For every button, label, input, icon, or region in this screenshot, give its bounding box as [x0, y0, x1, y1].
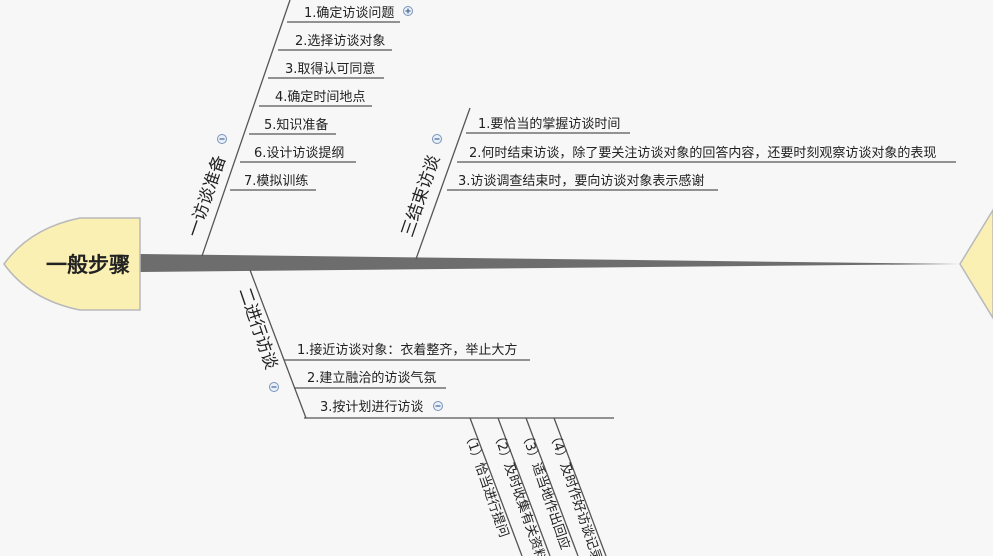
end-item-3[interactable]: 3.访谈调查结束时，要向访谈对象表示感谢: [447, 173, 718, 191]
collapse-toggle-conduct-item-3[interactable]: [433, 401, 443, 411]
prep-item-3[interactable]: 3.取得认可同意: [268, 61, 384, 79]
end-item-label: 3.访谈调查结束时，要向访谈对象表示感谢: [458, 173, 704, 189]
branch-label-end[interactable]: 三结束访谈: [398, 153, 445, 240]
prep-item-7[interactable]: 7.模拟训练: [230, 174, 316, 191]
prep-item-5[interactable]: 5.知识准备: [249, 117, 336, 135]
prep-item-label: 3.取得认可同意: [285, 61, 375, 77]
fish-head[interactable]: [3, 217, 141, 311]
conduct-item-label: 3.按计划进行访谈: [320, 400, 423, 415]
conduct-item-1[interactable]: 1.接近访谈对象：衣着整齐，举止大方: [284, 342, 530, 361]
prep-item-label: 6.设计访谈提纲: [254, 145, 344, 161]
end-item-label: 2.何时结束访谈，除了要关注访谈对象的回答内容，还要时刻观察访谈对象的表现: [469, 145, 936, 161]
collapse-toggle-prep[interactable]: [217, 134, 227, 144]
prep-item-label: 7.模拟训练: [244, 174, 308, 189]
branch-label-conduct[interactable]: 二进行访谈: [234, 285, 281, 372]
collapse-toggle-end[interactable]: [432, 134, 442, 144]
bone-conduct: [249, 269, 307, 419]
end-item-label: 1.要恰当的掌握访谈时间: [478, 116, 620, 132]
conduct-item-3[interactable]: 3.按计划进行访谈: [304, 400, 614, 419]
fish-tail: [959, 208, 993, 320]
prep-item-label: 1.确定访谈问题: [304, 6, 394, 21]
bone-prep: [201, 0, 291, 257]
fishbone-spine: [140, 254, 960, 272]
prep-item-6[interactable]: 6.设计访谈提纲: [240, 145, 356, 163]
prep-item-label: 4.确定时间地点: [275, 90, 365, 105]
prep-item-label: 5.知识准备: [264, 117, 328, 133]
conduct-item-2[interactable]: 2.建立融洽的访谈气氛: [294, 370, 446, 389]
end-item-2[interactable]: 2.何时结束访谈，除了要关注访谈对象的回答内容，还要时刻观察访谈对象的表现: [457, 145, 956, 163]
expand-toggle-prep-item-1[interactable]: [403, 6, 413, 16]
prep-item-1[interactable]: 1.确定访谈问题: [287, 6, 400, 23]
conduct-item-label: 1.接近访谈对象：衣着整齐，举止大方: [297, 342, 517, 358]
branch-label-prep[interactable]: 一访谈准备: [184, 153, 231, 240]
head-label: 一般步骤: [46, 253, 130, 277]
prep-item-2[interactable]: 2.选择访谈对象: [278, 34, 392, 51]
prep-item-4[interactable]: 4.确定时间地点: [259, 90, 372, 107]
prep-item-label: 2.选择访谈对象: [295, 34, 385, 49]
collapse-toggle-conduct[interactable]: [269, 382, 279, 392]
end-item-1[interactable]: 1.要恰当的掌握访谈时间: [466, 116, 630, 134]
bone-end: [415, 107, 471, 260]
conduct-item-label: 2.建立融洽的访谈气氛: [307, 370, 436, 386]
